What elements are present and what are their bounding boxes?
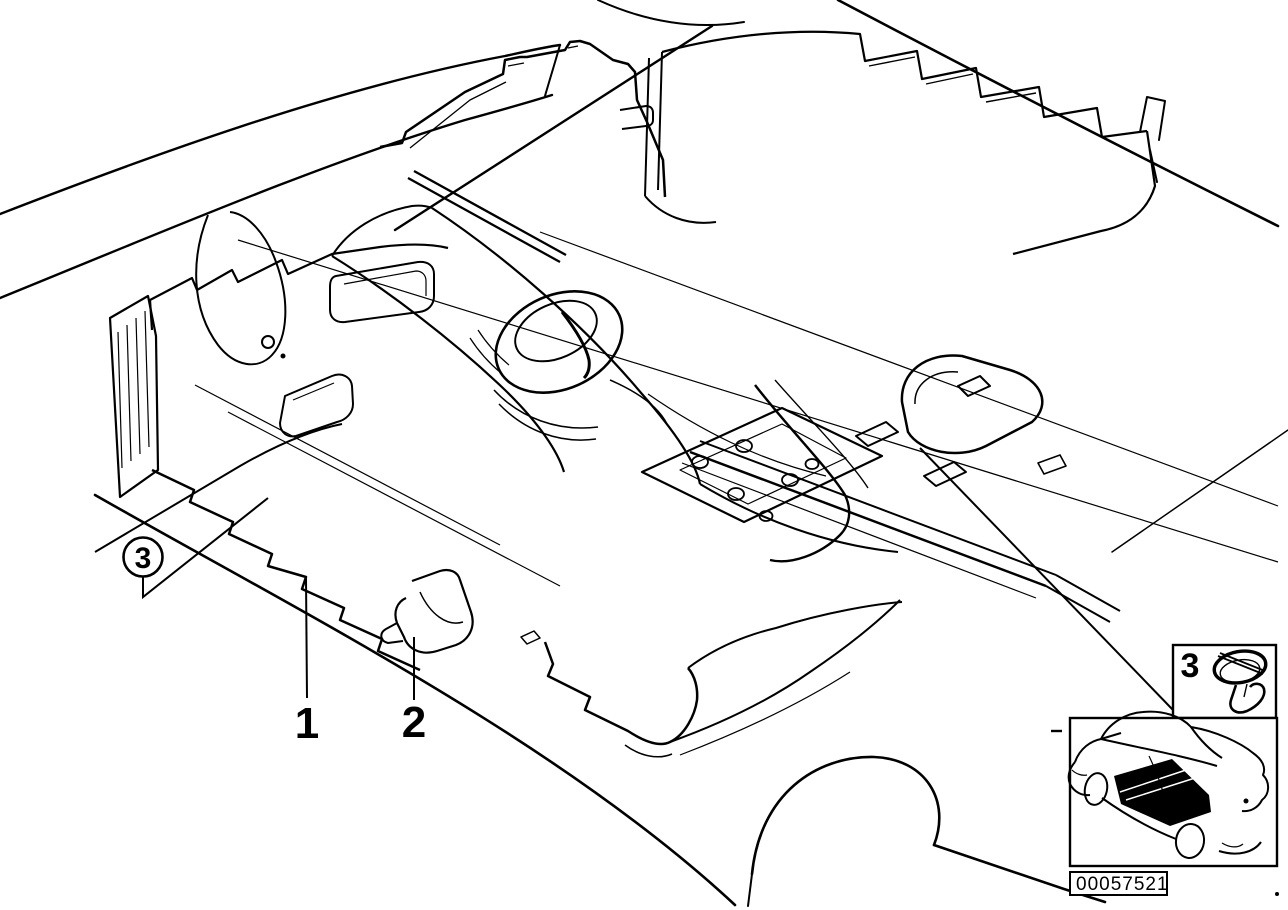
front-floor-covering-part[interactable]	[94, 384, 561, 672]
rear-floor-covering-bracket-part[interactable]	[380, 568, 541, 654]
stray-dot	[1275, 892, 1279, 896]
transmission-tunnel	[331, 204, 869, 563]
construction-lines	[237, 231, 1279, 563]
callout-1-leader-line	[305, 577, 308, 699]
part-number-text: 00057521	[1076, 874, 1169, 895]
rear-floor-covering-part[interactable]	[543, 354, 1121, 758]
shifter-cable-line	[560, 311, 591, 380]
expanding-rivet-icon	[1212, 649, 1268, 714]
car-rear-three-quarter-icon	[1067, 710, 1270, 859]
car-location-thumbnail[interactable]	[1067, 710, 1279, 868]
callout-3-label[interactable]: 3	[135, 542, 152, 575]
callout-3-leader-line	[142, 497, 269, 600]
shifter-opening-outer	[494, 290, 624, 394]
heelboard-mounting-plate	[640, 406, 967, 524]
callouts: 3 1 2	[122, 447, 1174, 748]
part-number-box: 00057521	[1051, 729, 1279, 896]
callout-1-label[interactable]: 1	[295, 699, 319, 748]
left-kick-panel	[108, 211, 449, 499]
fastener-inset-box[interactable]: 3	[1171, 643, 1278, 720]
part-number-frame	[1069, 871, 1168, 896]
firewall-cowl-structure	[379, 39, 667, 264]
fastener-inset-label: 3	[1181, 647, 1200, 685]
callout-3-circle[interactable]	[122, 536, 164, 578]
footrest-pad	[279, 373, 354, 438]
rear-bulkhead-structure	[644, 30, 1157, 256]
inset-leader-line	[919, 447, 1174, 711]
callout-2-label[interactable]: 2	[402, 698, 426, 747]
shifter-opening-inner	[514, 299, 598, 363]
